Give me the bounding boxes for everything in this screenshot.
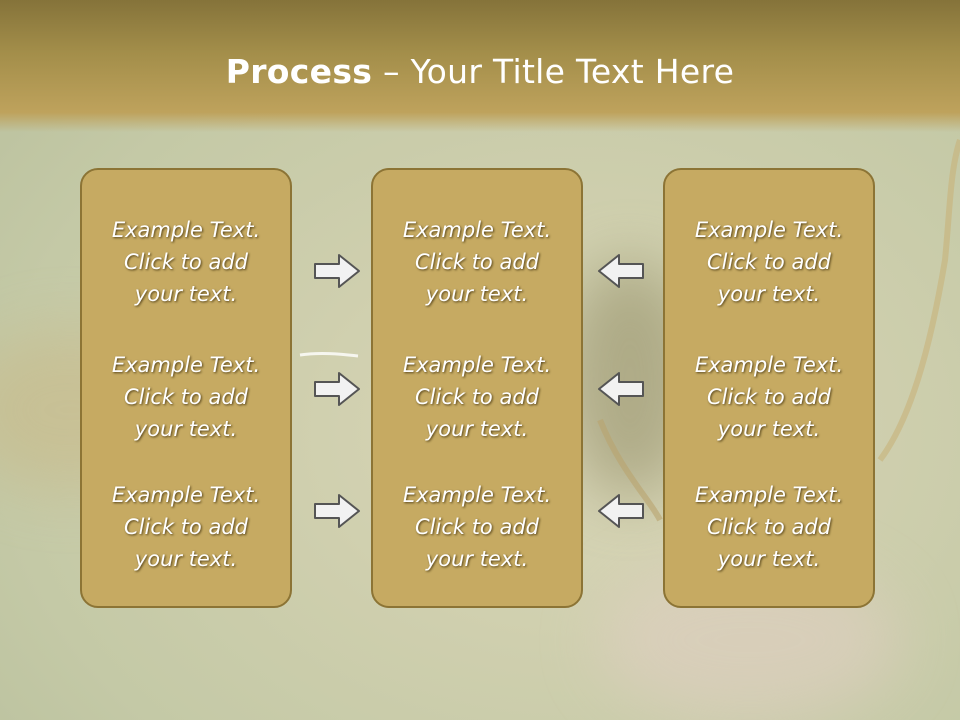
box-text[interactable]: Example Text. Click to add your text. [402, 353, 552, 441]
right-arrow-icon[interactable] [312, 369, 362, 409]
right-arrow-icon[interactable] [312, 491, 362, 531]
box-text[interactable]: Example Text. Click to add your text. [111, 483, 261, 571]
box-text[interactable]: Example Text. Click to add your text. [402, 218, 552, 306]
box-text[interactable]: Example Text. Click to add your text. [694, 353, 844, 441]
box-text[interactable]: Example Text. Click to add your text. [111, 218, 261, 306]
process-box-right[interactable]: Example Text. Click to add your text. Ex… [663, 168, 875, 608]
page-title[interactable]: Process – Your Title Text Here [0, 52, 960, 91]
process-box-center[interactable]: Example Text. Click to add your text. Ex… [371, 168, 583, 608]
box-text[interactable]: Example Text. Click to add your text. [694, 483, 844, 571]
left-arrow-icon[interactable] [596, 369, 646, 409]
title-bold: Process [225, 52, 373, 91]
title-rest: – Your Title Text Here [372, 52, 735, 91]
box-text[interactable]: Example Text. Click to add your text. [111, 353, 261, 441]
title-bar [0, 0, 960, 132]
box-text[interactable]: Example Text. Click to add your text. [694, 218, 844, 306]
process-box-left[interactable]: Example Text. Click to add your text. Ex… [80, 168, 292, 608]
left-arrow-icon[interactable] [596, 491, 646, 531]
box-text[interactable]: Example Text. Click to add your text. [402, 483, 552, 571]
right-arrow-icon[interactable] [312, 251, 362, 291]
left-arrow-icon[interactable] [596, 251, 646, 291]
